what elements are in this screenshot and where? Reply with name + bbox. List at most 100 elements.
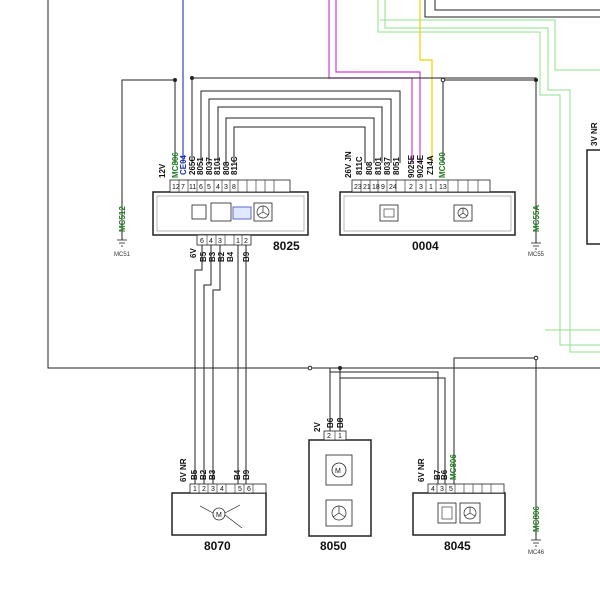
svg-text:8101: 8101 xyxy=(374,157,383,175)
svg-text:8101: 8101 xyxy=(213,157,222,175)
svg-text:5: 5 xyxy=(207,184,211,191)
svg-text:5: 5 xyxy=(238,486,242,493)
junction-dot xyxy=(190,76,194,80)
chip-inner-icon xyxy=(383,208,395,218)
labels-8025-top: 12V MC806 CE04 265C 8051 8037 8101 808 8… xyxy=(158,152,239,191)
svg-text:6V NR: 6V NR xyxy=(179,458,188,482)
svg-text:21: 21 xyxy=(363,184,371,191)
green-wires xyxy=(377,0,600,353)
svg-text:811C: 811C xyxy=(230,156,239,175)
svg-text:B9: B9 xyxy=(242,469,251,480)
svg-text:B6: B6 xyxy=(326,417,335,428)
svg-text:MC806: MC806 xyxy=(532,506,541,532)
svg-text:B8: B8 xyxy=(336,417,345,428)
svg-text:2: 2 xyxy=(244,238,248,245)
svg-text:B2: B2 xyxy=(217,251,226,262)
component-0004[interactable]: 0004 xyxy=(339,179,516,253)
component-8070[interactable]: M 8070 xyxy=(171,483,267,553)
svg-text:2: 2 xyxy=(202,486,206,493)
labels-8050: 2V B6 B8 2 1 xyxy=(313,417,345,440)
component-8050[interactable]: M 8050 xyxy=(308,430,372,553)
junction-dot xyxy=(440,77,446,83)
svg-text:808: 808 xyxy=(365,161,374,175)
svg-text:B5: B5 xyxy=(199,251,208,262)
pin-dividers xyxy=(206,235,243,245)
svg-text:M: M xyxy=(335,468,341,475)
svg-text:12V: 12V xyxy=(158,163,167,178)
edge-component: 3V NR xyxy=(586,122,600,245)
svg-text:23: 23 xyxy=(354,184,362,191)
svg-text:6: 6 xyxy=(247,486,251,493)
svg-text:8051: 8051 xyxy=(196,157,205,175)
labels-8070: 6V NR B5 B2 B3 B4 B9 1 2 3 4 5 6 xyxy=(179,458,251,493)
svg-text:811C: 811C xyxy=(355,156,364,175)
fan-icon xyxy=(325,499,353,527)
svg-text:B6: B6 xyxy=(440,469,449,480)
svg-text:9025E: 9025E xyxy=(407,154,416,178)
svg-text:3: 3 xyxy=(419,184,423,191)
component-8025[interactable]: 8025 xyxy=(152,179,309,253)
chip-inner-icon xyxy=(441,506,453,520)
svg-text:4: 4 xyxy=(220,486,224,493)
wires-8025-8070 xyxy=(194,245,247,484)
fan-icon xyxy=(253,202,273,222)
svg-text:808: 808 xyxy=(222,161,231,175)
svg-text:3: 3 xyxy=(211,486,215,493)
svg-text:8037: 8037 xyxy=(383,157,392,175)
svg-text:1: 1 xyxy=(429,184,433,191)
frame-lines xyxy=(47,0,600,369)
svg-text:2V: 2V xyxy=(313,422,322,432)
svg-text:5: 5 xyxy=(449,486,453,493)
relay-icon xyxy=(191,204,207,220)
wires-8025-0004 xyxy=(191,77,537,165)
svg-text:9024E: 9024E xyxy=(416,154,425,178)
svg-text:3: 3 xyxy=(218,238,222,245)
resistor-icon xyxy=(232,206,252,220)
svg-text:Z14A: Z14A xyxy=(426,155,435,175)
svg-text:18: 18 xyxy=(372,184,380,191)
svg-text:MC55: MC55 xyxy=(528,252,545,258)
pin-dividers xyxy=(198,484,254,493)
svg-text:2: 2 xyxy=(409,184,413,191)
svg-text:MC55A: MC55A xyxy=(532,205,541,232)
svg-text:4: 4 xyxy=(209,238,213,245)
svg-text:11: 11 xyxy=(189,184,196,191)
motor-icon: M xyxy=(325,454,353,486)
svg-text:M: M xyxy=(216,512,222,519)
svg-text:8: 8 xyxy=(232,184,236,191)
svg-text:B3: B3 xyxy=(208,469,217,480)
svg-text:MC51: MC51 xyxy=(114,252,131,258)
wires-lower xyxy=(329,357,537,540)
svg-text:MC806: MC806 xyxy=(171,152,180,178)
svg-text:7: 7 xyxy=(181,184,185,191)
fan-icon xyxy=(453,204,473,222)
component-label: 8050 xyxy=(320,539,347,553)
svg-text:12: 12 xyxy=(172,184,180,191)
svg-text:3: 3 xyxy=(440,486,444,493)
svg-text:6: 6 xyxy=(199,184,203,191)
svg-text:CE04: CE04 xyxy=(179,154,188,175)
svg-text:6V: 6V xyxy=(189,248,198,258)
junction-dot xyxy=(338,366,342,370)
svg-text:9: 9 xyxy=(381,184,385,191)
component-label: 0004 xyxy=(412,239,439,253)
svg-text:MC000: MC000 xyxy=(438,152,447,178)
chip-icon xyxy=(437,502,457,524)
svg-text:4: 4 xyxy=(216,184,220,191)
fan-icon xyxy=(459,502,481,524)
svg-text:MC46: MC46 xyxy=(528,550,545,556)
svg-text:2: 2 xyxy=(327,433,331,440)
svg-text:8037: 8037 xyxy=(205,157,214,175)
svg-text:B4: B4 xyxy=(233,469,242,480)
svg-text:6: 6 xyxy=(200,238,204,245)
pin-dividers xyxy=(436,484,492,493)
pin-dividers xyxy=(360,180,479,192)
component-8045[interactable]: 8045 xyxy=(412,483,506,553)
component-label: 8045 xyxy=(444,539,471,553)
svg-text:1: 1 xyxy=(236,238,240,245)
junction-dot xyxy=(307,365,313,371)
svg-text:3: 3 xyxy=(224,184,228,191)
mc512-wire xyxy=(121,79,176,240)
motor-actuator-icon: M xyxy=(199,504,243,529)
